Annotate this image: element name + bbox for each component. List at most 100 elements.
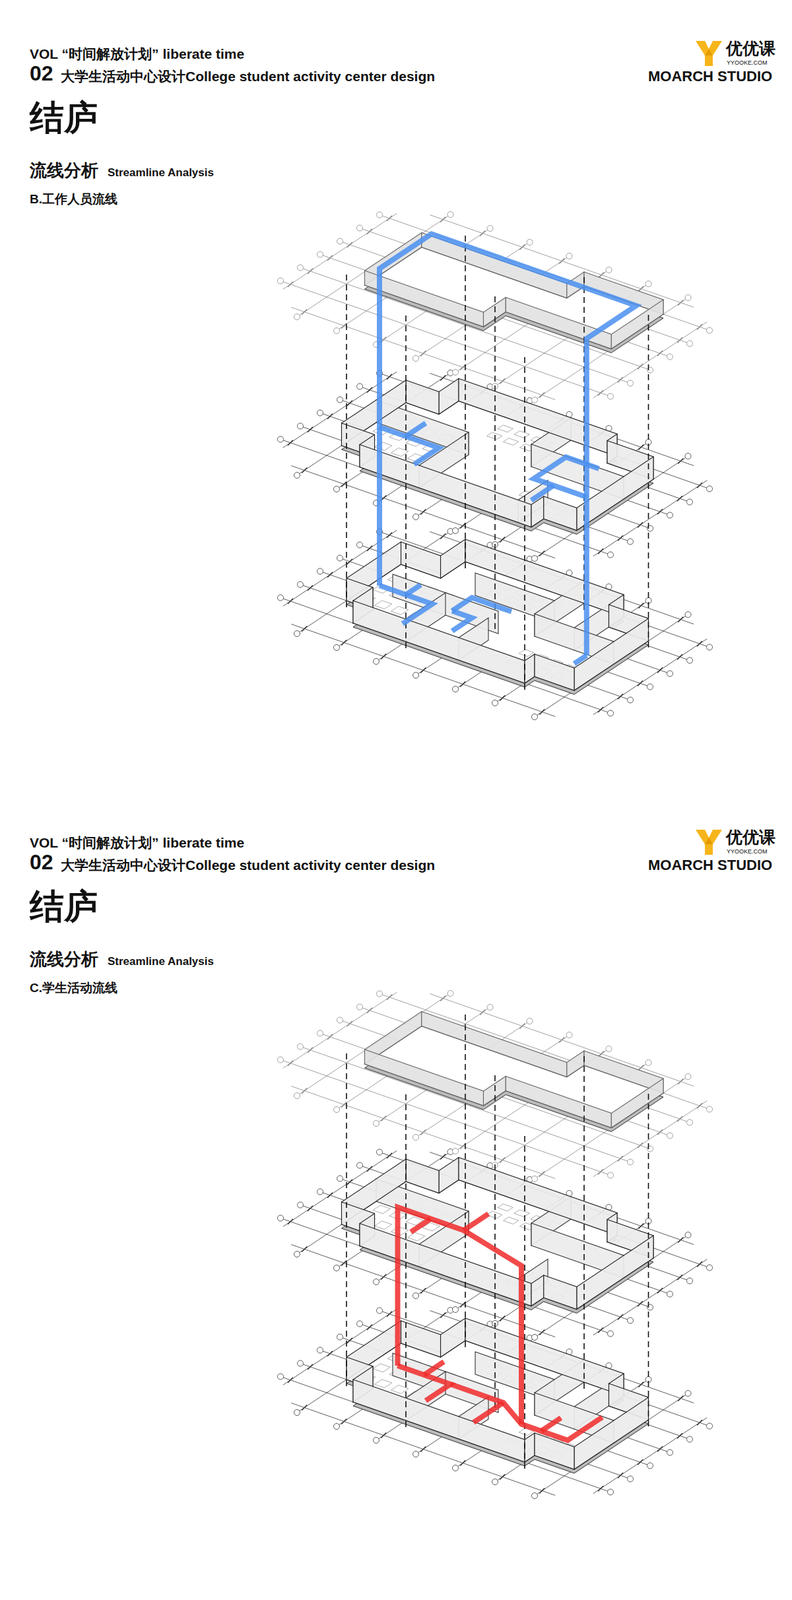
dimension-tick — [420, 1446, 426, 1452]
dimension-tick — [460, 1302, 466, 1308]
axis-bubble — [531, 555, 538, 562]
axis-bubble — [627, 1317, 634, 1324]
axis-bubble — [452, 369, 459, 376]
axis-bubble — [413, 514, 420, 521]
dimension-tick — [638, 444, 644, 451]
logo-url: YYOOKE.COM — [726, 60, 768, 67]
dimension-tick — [638, 1223, 644, 1229]
axis-bubble — [667, 1290, 674, 1297]
axis-bubble — [317, 1030, 324, 1037]
wall — [611, 1078, 664, 1128]
axis-bubble — [357, 541, 363, 548]
dimension-tick — [677, 1432, 683, 1439]
dimension-tick — [301, 309, 307, 315]
axis-bubble — [297, 1043, 304, 1050]
dimension-tick — [696, 1261, 703, 1267]
dimension-tick — [617, 535, 624, 541]
dimension-tick — [341, 640, 347, 646]
flow-line — [450, 1384, 603, 1441]
project-title: 大学生活动中心设计College student activity center… — [60, 857, 435, 873]
dimension-tick — [499, 1157, 505, 1163]
dimension-line — [291, 1086, 556, 1179]
floor-slab — [346, 1340, 649, 1470]
wall — [534, 654, 575, 691]
dimension-tick — [307, 1364, 313, 1370]
axis-bubble — [294, 1409, 301, 1416]
dimension-tick — [617, 376, 624, 383]
axis-bubble — [607, 1488, 614, 1495]
logo-icon — [695, 829, 723, 855]
dashed-column-line — [524, 353, 526, 690]
dimension-tick — [347, 559, 353, 565]
axis-bubble — [667, 1449, 674, 1456]
dimension-tick — [366, 387, 373, 393]
axis-bubble — [645, 1059, 652, 1066]
dimension-tick — [420, 667, 426, 674]
floor-slab — [364, 1026, 664, 1128]
header-line: VOL “时间解放计划” liberate time — [29, 46, 245, 62]
dimension-tick — [677, 337, 683, 343]
dimension-tick — [519, 1023, 525, 1029]
dimension-tick — [366, 1166, 373, 1172]
flow-line — [452, 611, 472, 632]
dimension-tick — [519, 244, 525, 251]
dimension-tick — [440, 995, 446, 1002]
axis-bubble — [685, 1232, 692, 1239]
dimension-tick — [341, 323, 347, 329]
dimension-tick — [301, 1088, 307, 1094]
axis-bubble — [685, 1390, 692, 1397]
dimension-tick — [307, 585, 313, 591]
dimension-tick — [637, 363, 643, 369]
dimension-tick — [638, 603, 644, 609]
dashed-column-line — [345, 1049, 348, 1386]
section-title: 流线分析 — [29, 161, 99, 181]
dashed-column-line — [464, 231, 466, 569]
axis-bubble — [607, 1172, 614, 1179]
dimension-tick — [677, 1237, 684, 1243]
dimension-tick — [307, 1205, 313, 1212]
wall — [505, 1076, 612, 1128]
axis-bubble — [297, 1360, 304, 1367]
dimension-tick — [386, 215, 393, 222]
header-line: VOL “时间解放计划” liberate time — [29, 834, 245, 851]
axis-bubble — [277, 1215, 284, 1221]
axis-bubble — [452, 686, 459, 693]
axis-bubble — [376, 1307, 383, 1314]
dimension-tick — [696, 1102, 703, 1109]
dimension-tick — [460, 1143, 466, 1150]
axis-bubble — [685, 611, 692, 618]
axis-bubble — [333, 328, 340, 334]
dimension-tick — [539, 709, 545, 715]
wall — [576, 1235, 654, 1310]
axis-bubble — [687, 498, 693, 505]
wall — [543, 496, 577, 531]
dimension-tick — [327, 255, 333, 261]
axis-bubble — [337, 1017, 344, 1023]
axis-bubble — [667, 1132, 674, 1139]
dimension-tick — [287, 281, 294, 288]
dimension-tick — [539, 551, 545, 557]
axis-bubble — [413, 1134, 420, 1141]
dimension-tick — [440, 375, 446, 381]
dimension-tick — [420, 1288, 426, 1294]
axis-bubble — [647, 1462, 654, 1469]
wall — [524, 654, 535, 684]
axis-bubble — [373, 1437, 380, 1444]
flow-line — [574, 655, 587, 664]
axis-bubble — [297, 423, 304, 429]
axis-bubble — [566, 253, 573, 260]
dimension-tick — [677, 1116, 683, 1122]
dashed-column-line — [583, 1052, 585, 1389]
flow-line — [397, 1207, 523, 1425]
dimension-tick — [657, 667, 663, 673]
dimension-tick — [638, 286, 644, 292]
dimension-tick — [696, 1419, 703, 1425]
axis-bubble — [294, 630, 301, 637]
axis-bubble — [706, 1106, 713, 1113]
dimension-tick — [366, 1007, 373, 1014]
axis-bubble — [687, 1119, 693, 1126]
axis-bubble — [297, 581, 304, 588]
axis-bubble — [667, 353, 674, 360]
dimension-tick — [617, 693, 624, 699]
